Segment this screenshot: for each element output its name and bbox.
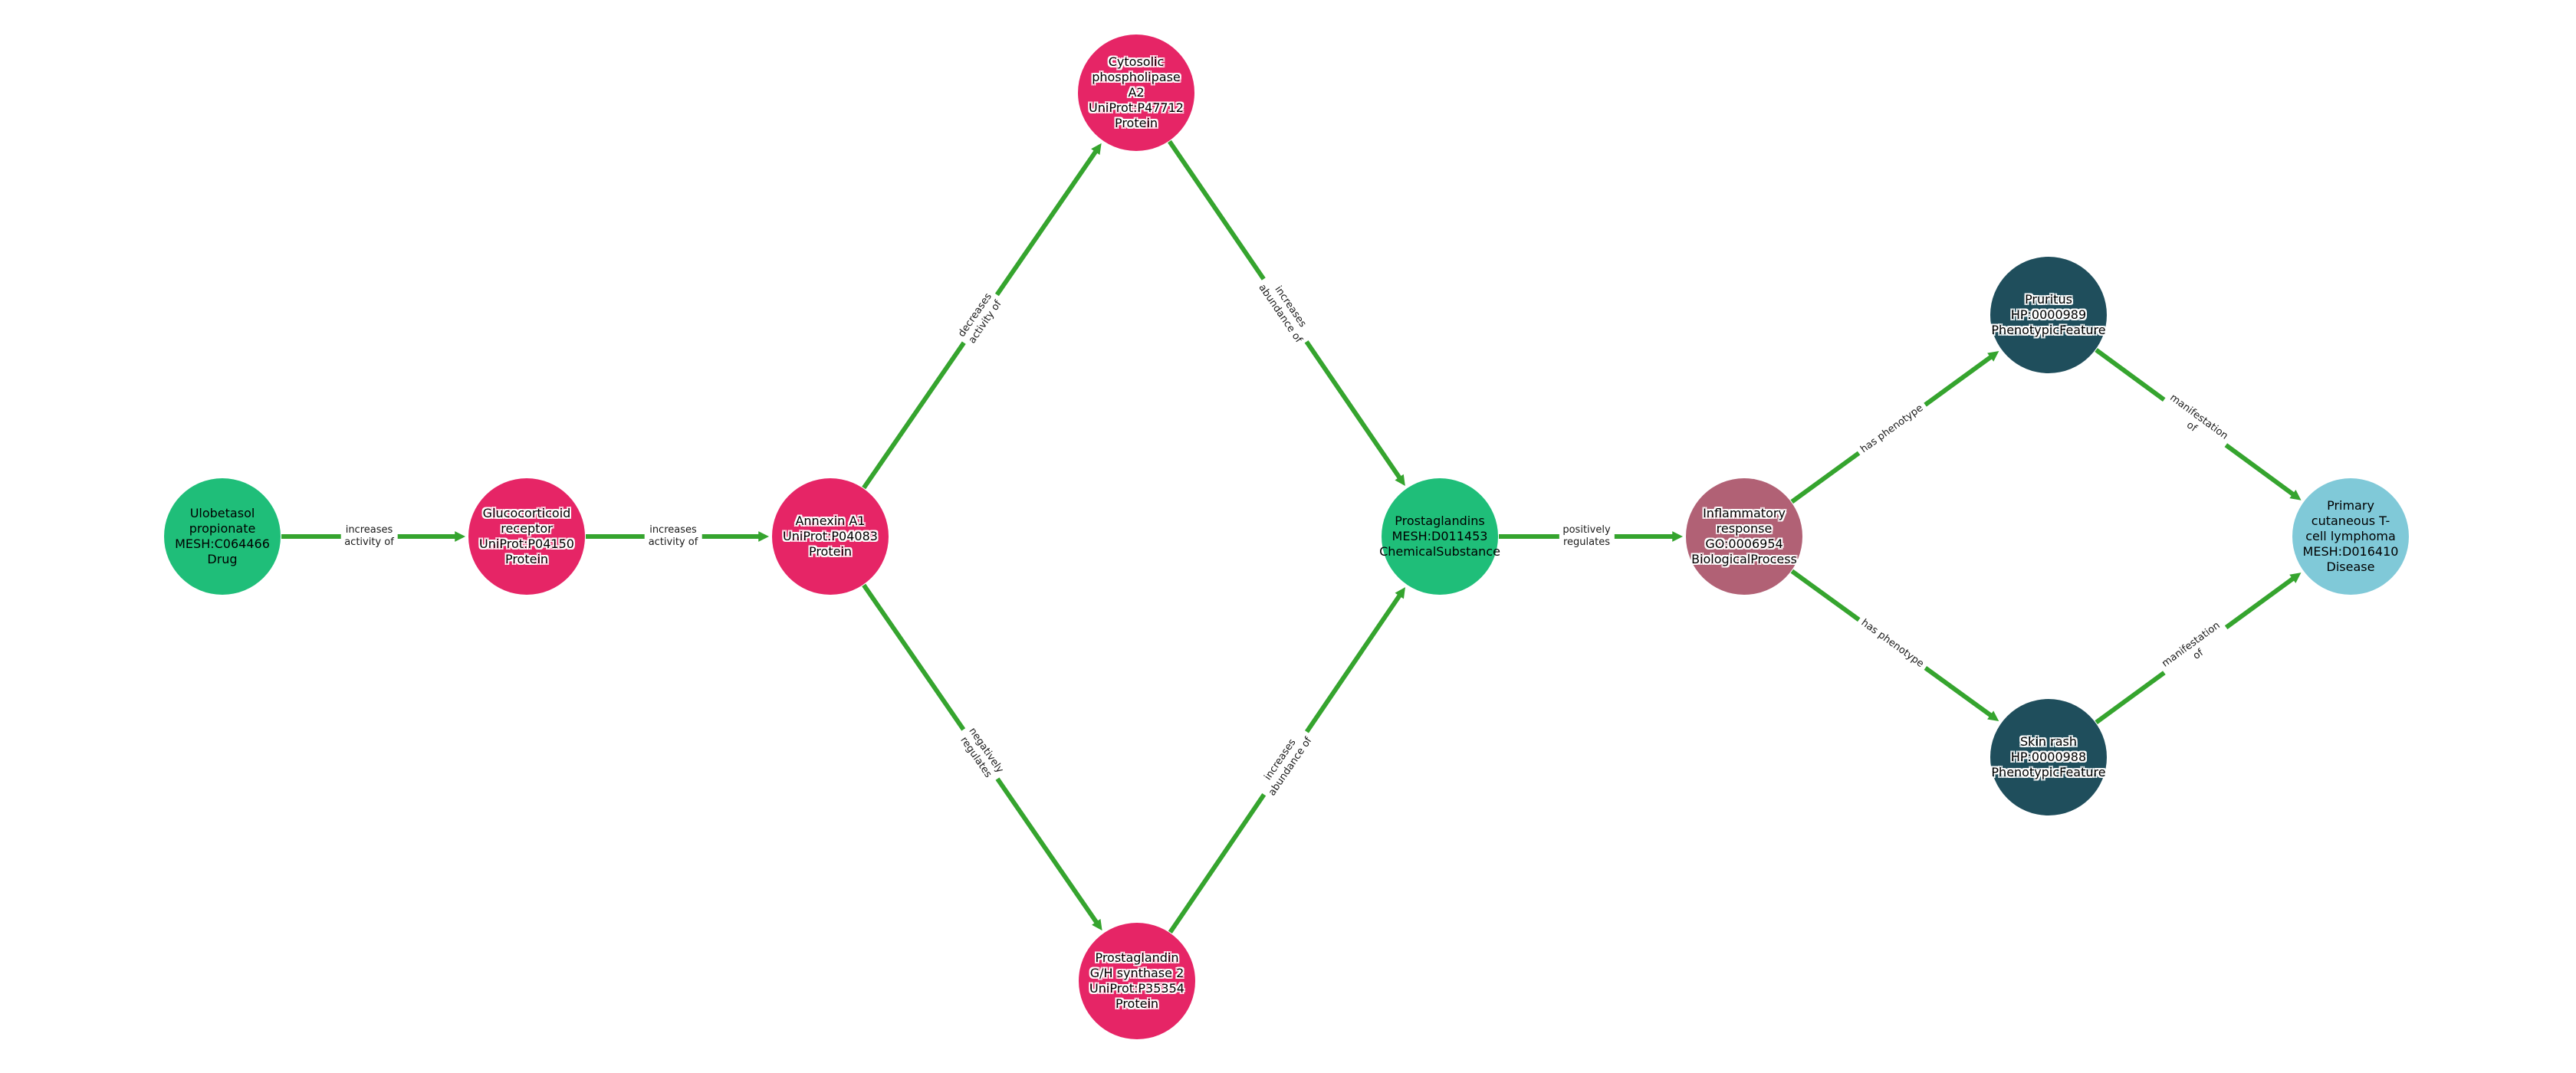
node-label-line: Protein xyxy=(1114,116,1158,130)
node-label-line: Protein xyxy=(1115,996,1159,1011)
node-label-line: phospholipase xyxy=(1092,70,1181,84)
edge-prostaglandin-gh-synthase-2-to-prostaglandins xyxy=(1168,587,1405,934)
node-label-line: Drug xyxy=(207,552,238,566)
node-label-line: HP:0000988 xyxy=(2010,750,2087,764)
node-label-line: Disease xyxy=(2326,559,2375,574)
node-label-line: HP:0000989 xyxy=(2010,307,2087,322)
node-label-line: G/H synthase 2 xyxy=(1089,966,1184,980)
node-label-line: A2 xyxy=(1128,85,1145,100)
node-label-line: Primary xyxy=(2327,498,2374,513)
node-label-line: PhenotypicFeature xyxy=(1991,323,2106,337)
node-label-line: Cytosolic xyxy=(1108,54,1165,69)
node-label-line: MESH:D016410 xyxy=(2302,544,2399,559)
node-label-line: Annexin A1 xyxy=(795,514,866,528)
node-label-line: cutaneous T- xyxy=(2311,514,2390,528)
node-label-line: Glucocorticoid xyxy=(482,506,571,520)
node-label-line: response xyxy=(1716,521,1773,536)
node-label-line: Inflammatory xyxy=(1703,506,1786,520)
node-label-line: MESH:D011453 xyxy=(1392,529,1488,543)
node-label-line: Ulobetasol xyxy=(189,506,255,520)
edge-pruritus-to-primary-cutaneous-t-cell-lymphoma xyxy=(2095,348,2302,500)
node-label-line: Protein xyxy=(808,544,853,559)
node-label-line: BiologicalProcess xyxy=(1691,552,1797,566)
node-label-line: UniProt:P47712 xyxy=(1089,100,1184,115)
node-label-line: ChemicalSubstance xyxy=(1379,544,1500,559)
node-label-line: Pruritus xyxy=(2025,292,2072,307)
node-label-line: UniProt:P04150 xyxy=(479,536,574,551)
edge-inflammatory-response-to-skin-rash xyxy=(1790,569,1999,722)
node-label-line: Protein xyxy=(504,552,549,566)
node-label-line: receptor xyxy=(501,521,553,536)
edge-inflammatory-response-to-pruritus xyxy=(1790,351,1999,504)
node-label-line: UniProt:P35354 xyxy=(1089,981,1184,996)
node-label-line: PhenotypicFeature xyxy=(1991,765,2106,779)
node-label-line: GO:0006954 xyxy=(1705,536,1783,551)
node-label-line: UniProt:P04083 xyxy=(783,529,878,543)
node-label-line: Prostaglandin xyxy=(1095,950,1179,965)
node-label-line: Prostaglandins xyxy=(1395,514,1485,528)
edge-annexin-a1-to-prostaglandin-gh-synthase-2 xyxy=(862,583,1102,931)
node-label-line: cell lymphoma xyxy=(2305,529,2396,543)
node-label-line: Skin rash xyxy=(2020,734,2077,749)
edge-cytosolic-phospholipase-a2-to-prostaglandins xyxy=(1167,139,1405,487)
edge-annexin-a1-to-cytosolic-phospholipase-a2 xyxy=(862,143,1102,490)
node-label-line: MESH:C064466 xyxy=(175,536,270,551)
node-label-line: propionate xyxy=(189,521,256,536)
edge-skin-rash-to-primary-cutaneous-t-cell-lymphoma xyxy=(2095,573,2302,724)
